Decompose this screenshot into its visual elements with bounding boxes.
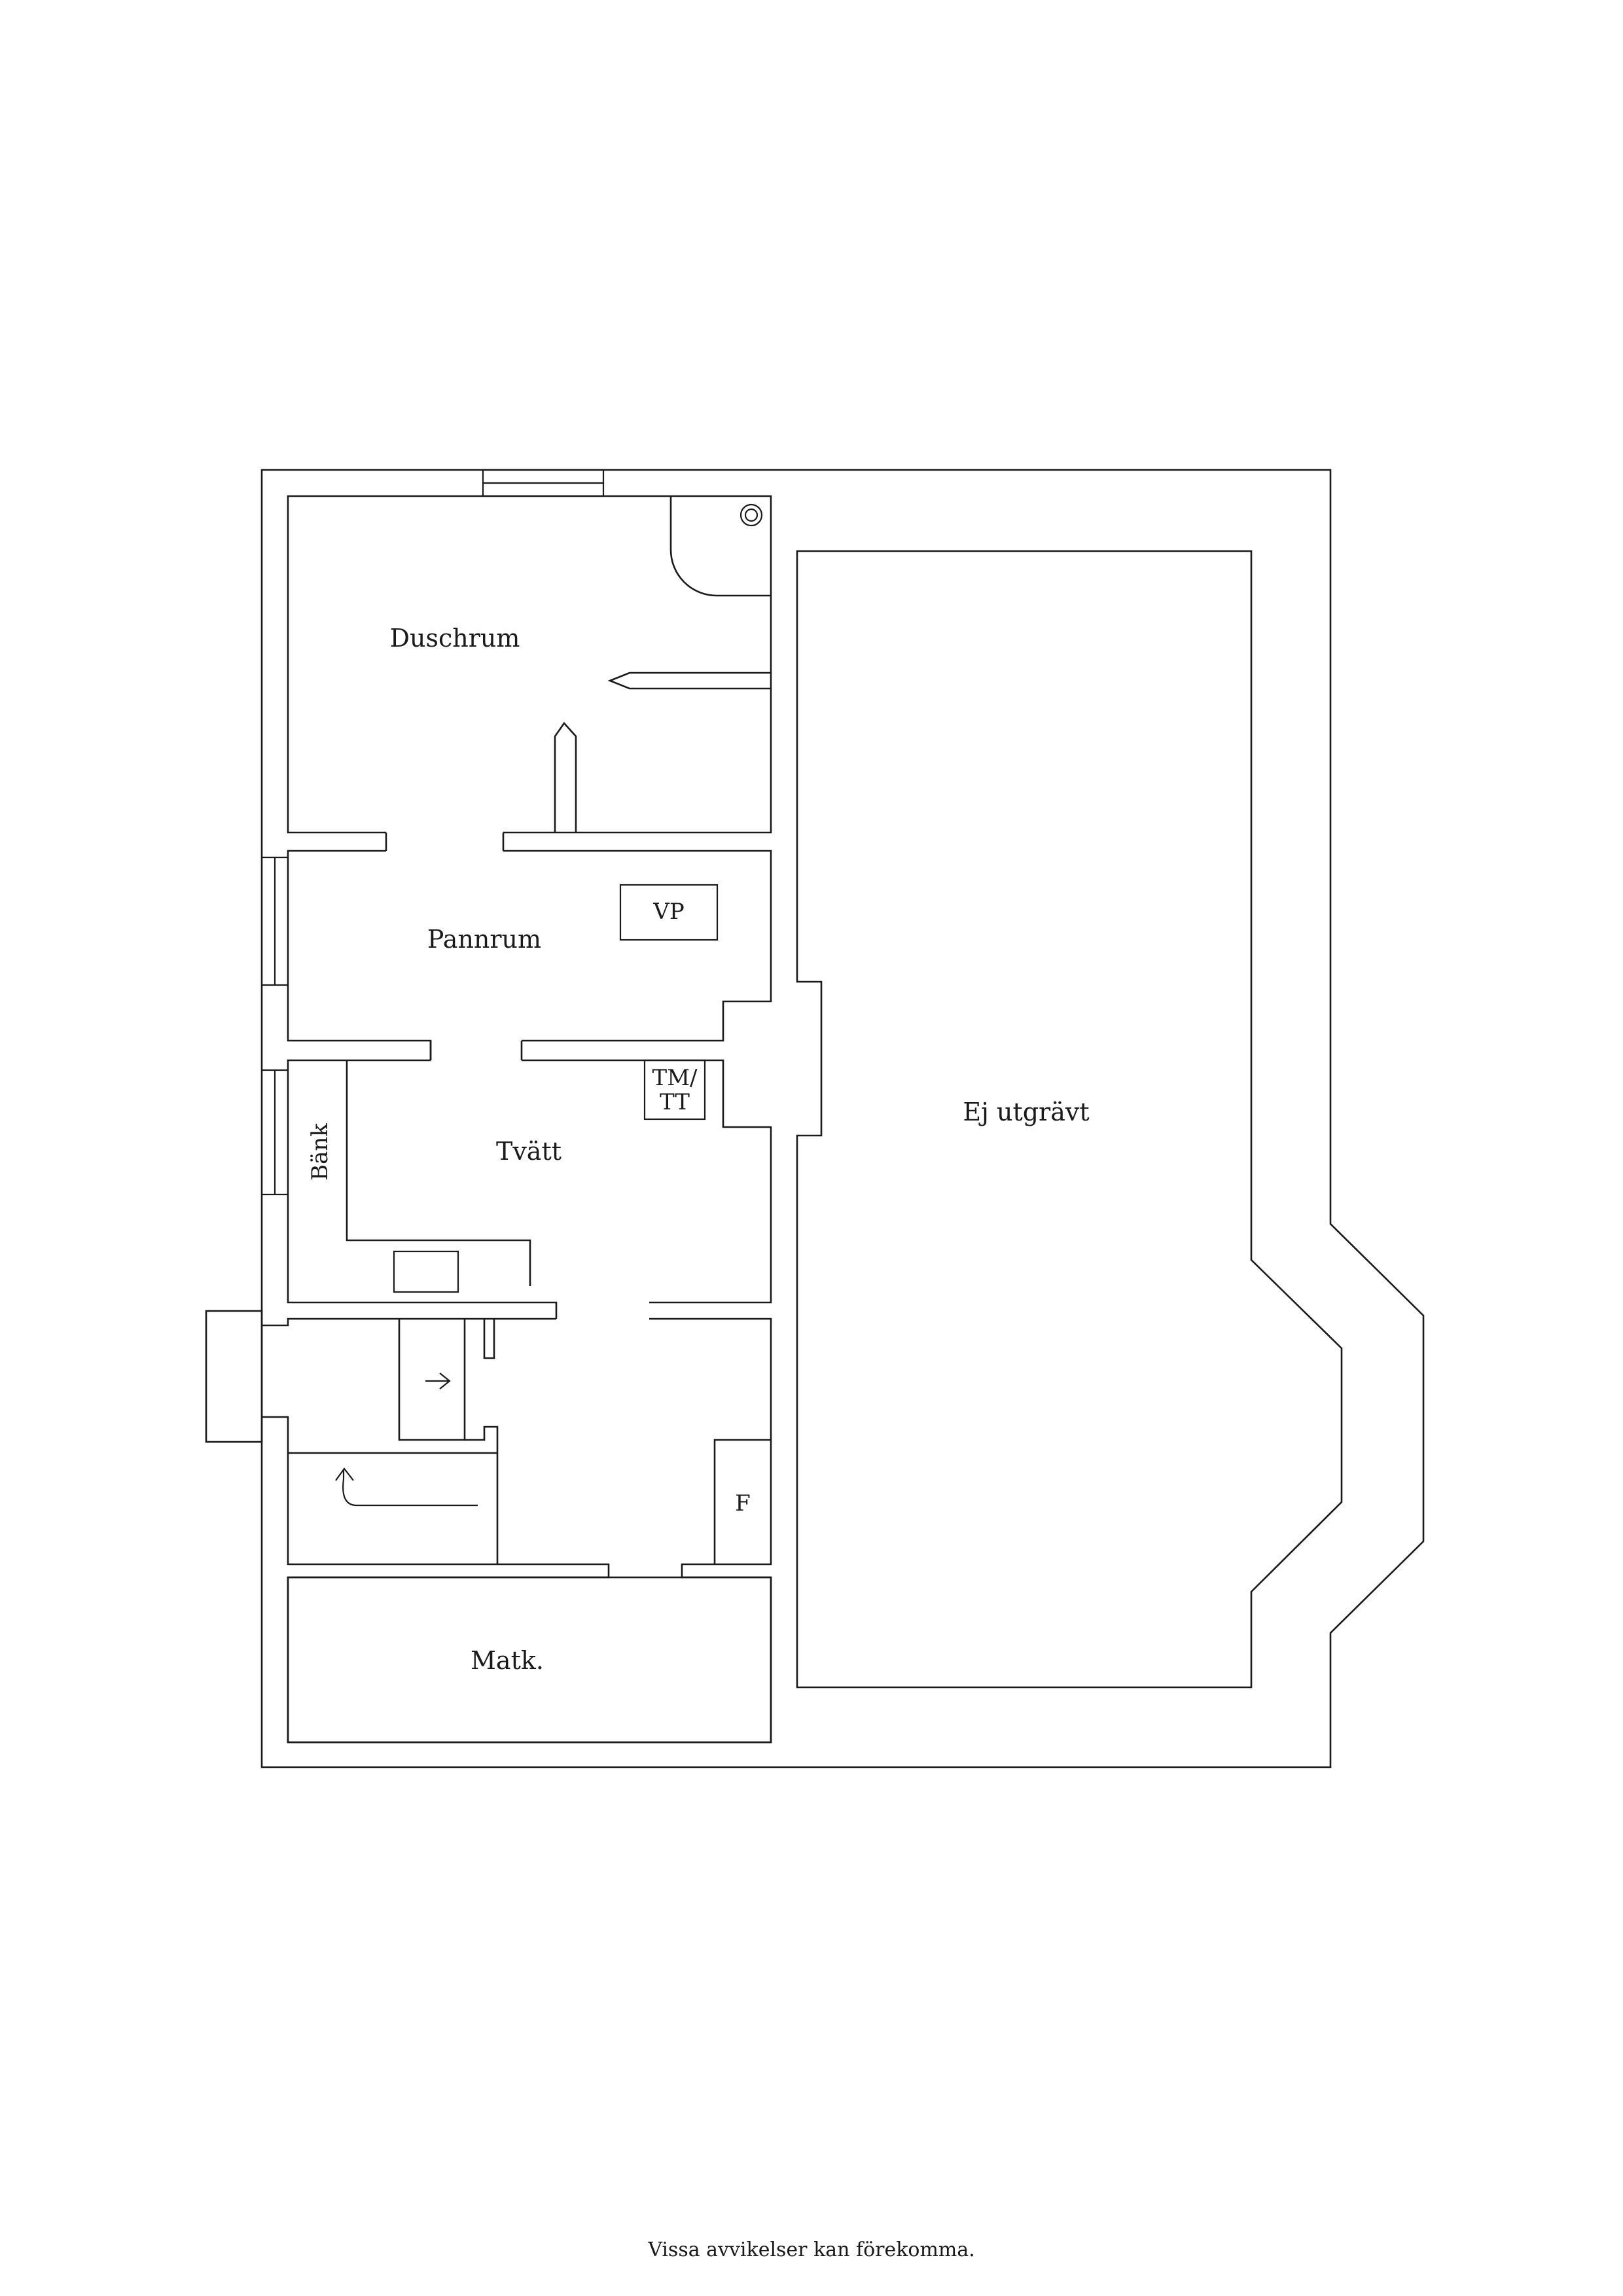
tvatt-wall xyxy=(287,1059,558,1319)
stair xyxy=(288,1319,499,1564)
duschrum-partition-vertical xyxy=(554,721,577,833)
shower xyxy=(669,496,771,597)
tm-tt-unit xyxy=(643,1059,706,1121)
window-top xyxy=(482,469,605,497)
label-tt: TT xyxy=(660,1089,690,1115)
label-bank: Bänk xyxy=(307,1123,333,1181)
duschrum-wall xyxy=(287,495,772,834)
bank xyxy=(346,1060,531,1286)
label-ej-utgravt: Ej utgrävt xyxy=(963,1098,1089,1126)
pannrum-top-right xyxy=(503,850,772,1042)
duschrum-partition xyxy=(607,672,771,690)
disclaimer-text: Vissa avvikelser kan förekomma. xyxy=(648,2238,975,2261)
window-left-upper xyxy=(262,856,288,986)
matk-room xyxy=(287,1576,772,1744)
label-vp: VP xyxy=(652,899,684,925)
ej-utgravt-area xyxy=(796,550,1343,1689)
window-left-lower xyxy=(262,1069,288,1196)
washer xyxy=(393,1250,459,1293)
label-pannrum: Pannrum xyxy=(427,925,541,954)
outer-wall xyxy=(260,469,1425,1768)
label-tvatt: Tvätt xyxy=(496,1137,562,1166)
label-tm: TM/ xyxy=(652,1065,698,1091)
hall-wall-right xyxy=(262,1318,772,1744)
f-closet xyxy=(713,1439,771,1564)
label-duschrum: Duschrum xyxy=(390,624,520,653)
hall-wall-left xyxy=(262,1318,556,1327)
tvatt-right xyxy=(522,1059,772,1304)
label-f: F xyxy=(735,1490,751,1516)
vp-unit xyxy=(619,884,719,941)
label-matk: Matk. xyxy=(471,1646,544,1675)
entry-step xyxy=(205,1310,263,1443)
pannrum-wall xyxy=(287,850,432,1060)
